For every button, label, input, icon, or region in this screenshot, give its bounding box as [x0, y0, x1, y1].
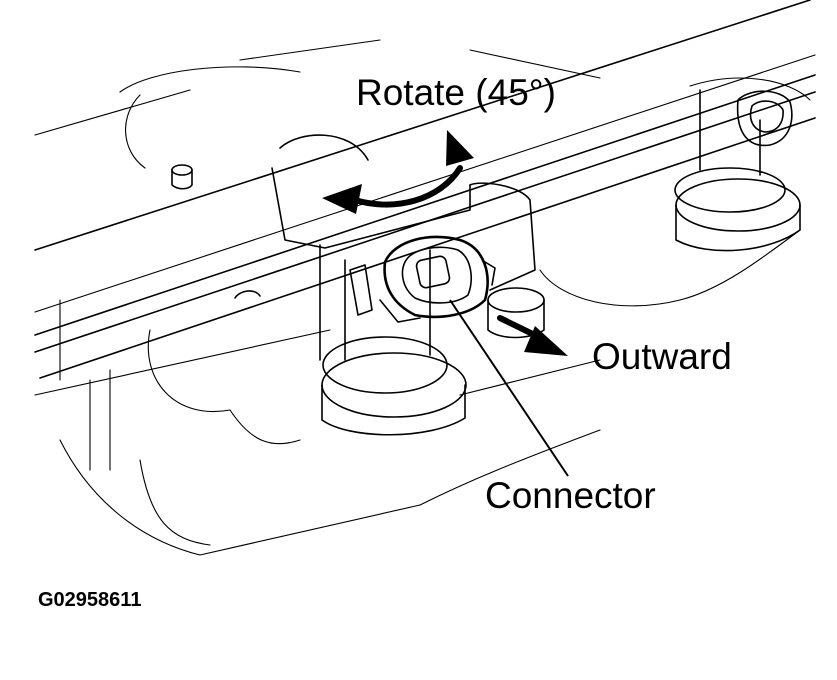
engine-outline — [34, 39, 811, 556]
injector-right — [674, 89, 801, 252]
outward-label: Outward — [592, 336, 732, 377]
fuel-rail — [34, 0, 816, 379]
engine-studs — [171, 164, 545, 339]
fuel-injector — [271, 134, 536, 436]
connector-shape — [379, 235, 496, 323]
connector-label: Connector — [485, 475, 656, 516]
figure-code: G02958611 — [38, 589, 142, 611]
rotate-label: Rotate (45°) — [356, 72, 556, 113]
rotate-arrow — [322, 130, 474, 214]
connector-leader-line — [449, 299, 569, 477]
outward-arrow — [497, 315, 568, 356]
